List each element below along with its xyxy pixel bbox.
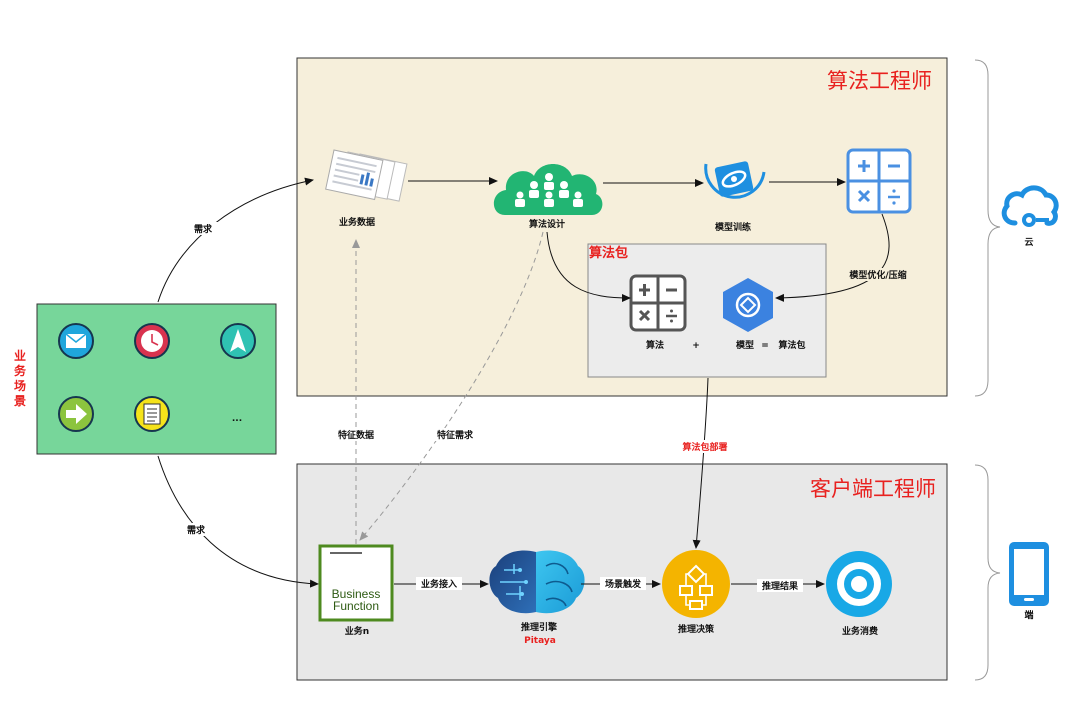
package-model-label: 模型 [736, 339, 754, 351]
clock-icon [134, 323, 170, 359]
business-data-icon [325, 149, 408, 202]
scene-label-2: 务 [14, 363, 27, 378]
edge-model-optimize-label: 模型优化/压缩 [849, 269, 906, 281]
scene-label-1: 业 [14, 348, 26, 363]
model-training-icon [704, 161, 766, 199]
navigation-icon [220, 323, 256, 359]
business-consume-icon [826, 551, 892, 617]
device-brace [974, 464, 1001, 681]
business-function-icon: Business Function [318, 544, 394, 622]
business-data-label: 业务数据 [339, 216, 375, 228]
model-training-label: 模型训练 [715, 221, 751, 233]
scene-more: ... [232, 414, 242, 424]
edge-demand-top-label: 需求 [194, 223, 213, 235]
package-result-label: 算法包 [778, 339, 805, 351]
edge-design-to-package [546, 231, 631, 302]
algo-design-label: 算法设计 [529, 218, 565, 230]
package-plus: + [692, 341, 700, 351]
edge-package-deploy [692, 377, 709, 549]
edge-demand-top [157, 177, 314, 303]
document-icon [134, 396, 170, 432]
edge-feature-demand [359, 231, 544, 541]
business-n-label: 业务n [345, 625, 369, 637]
edge-inference-result-label: 推理结果 [762, 580, 799, 592]
algo-package-title: 算法包 [589, 245, 628, 261]
scene-label-4: 景 [14, 394, 26, 408]
arrow-right-icon [58, 396, 94, 432]
cloud-label: 云 [1024, 237, 1033, 248]
algo-design-icon [493, 164, 603, 215]
cloud-brace [974, 59, 1001, 397]
algo-engineer-title: 算法工程师 [827, 69, 932, 93]
edge-demand-bottom-label: 需求 [187, 524, 206, 536]
inference-engine-sub: Pitaya [524, 636, 556, 646]
business-function-line1: Business [332, 587, 381, 601]
scene-label-3: 场 [14, 379, 26, 393]
edge-business-access-label: 业务接入 [421, 578, 457, 590]
inference-decision-icon [662, 550, 730, 618]
package-equals: = [761, 341, 769, 351]
algo-package-box [587, 243, 827, 378]
mail-icon [58, 323, 94, 359]
cloud-icon [1001, 185, 1059, 227]
brain-icon [489, 550, 585, 614]
inference-decision-label: 推理决策 [678, 623, 715, 635]
package-algo-label: 算法 [646, 339, 664, 351]
business-function-line2: Function [333, 599, 379, 613]
edge-demand-bottom [157, 455, 319, 588]
phone-icon [1009, 542, 1049, 606]
edge-feature-demand-label: 特征需求 [437, 429, 474, 441]
edge-package-deploy-label: 算法包部署 [682, 441, 727, 453]
edge-feature-data-label: 特征数据 [338, 429, 374, 441]
inference-engine-label: 推理引擎 [521, 621, 557, 633]
client-engineer-title: 客户端工程师 [810, 477, 936, 501]
edge-scene-trigger-label: 场景触发 [605, 578, 642, 590]
calculator-icon [846, 148, 912, 214]
package-calculator-icon [629, 274, 687, 332]
business-consume-label: 业务消费 [842, 625, 878, 637]
device-label: 端 [1024, 609, 1033, 621]
model-hexagon-icon [723, 278, 773, 332]
